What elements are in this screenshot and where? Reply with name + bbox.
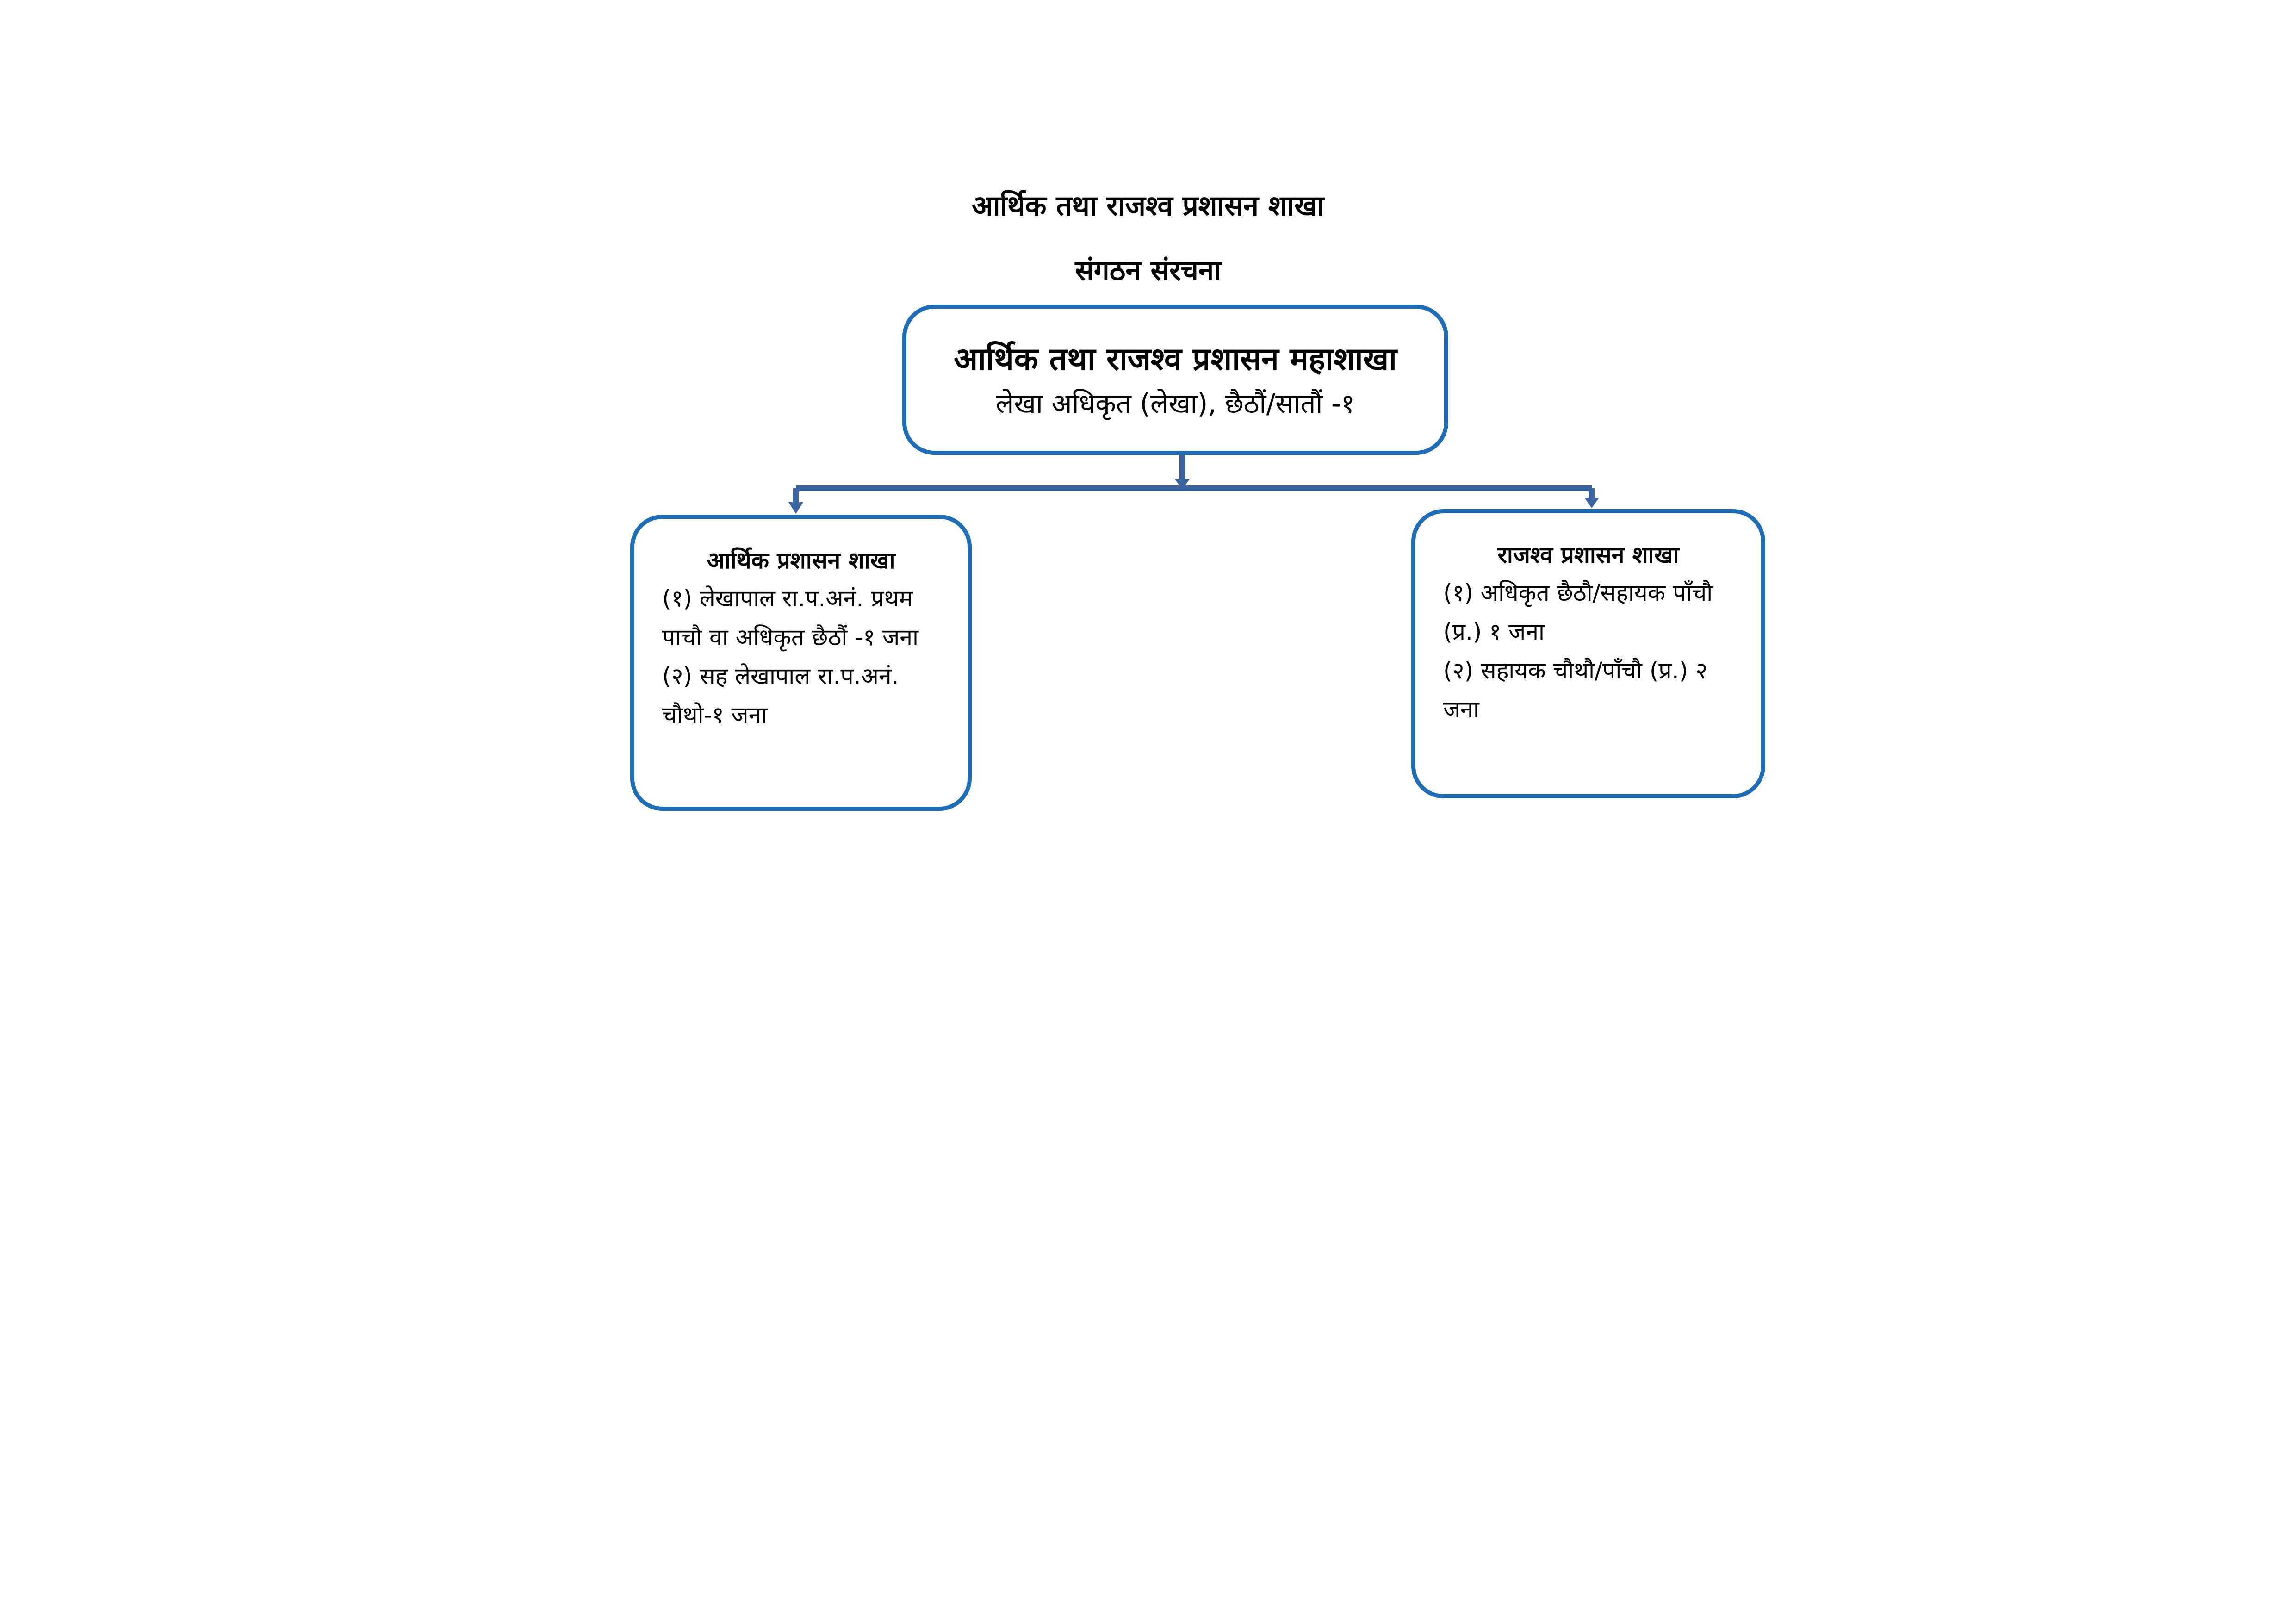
- main-division-box: आर्थिक तथा राजश्व प्रशासन महाशाखा लेखा अ…: [902, 305, 1448, 455]
- diagram-title: आर्थिक तथा राजश्व प्रशासन शाखा: [972, 190, 1324, 222]
- connector-arrows: [788, 479, 1599, 514]
- financial-admin-section-title: आर्थिक प्रशासन शाखा: [707, 547, 895, 574]
- arrow-trunk: [1175, 479, 1190, 490]
- connector-lines: [793, 455, 1595, 504]
- revenue-admin-staff-item: (२) सहायक चौथौ/पाँचौ (प्र.) २ जना: [1443, 657, 1708, 723]
- financial-admin-staff-item: (१) लेखापाल रा.प.अनं. प्रथम पाचौ वा अधिक…: [662, 585, 918, 651]
- revenue-admin-section-box: राजश्व प्रशासन शाखा (१) अधिकृत छैठौ/सहाय…: [1411, 509, 1765, 798]
- main-division-staff: लेखा अधिकृत (लेखा), छैठौं/सातौं -१: [996, 388, 1355, 419]
- financial-admin-section-box: आर्थिक प्रशासन शाखा (१) लेखापाल रा.प.अनं…: [630, 515, 972, 811]
- arrow-right: [1584, 498, 1599, 508]
- revenue-admin-section-title: राजश्व प्रशासन शाखा: [1497, 541, 1679, 568]
- financial-admin-staff-item: (२) सह लेखापाल रा.प.अनं. चौथो-१ जना: [662, 663, 899, 728]
- diagram-subtitle: संगठन संरचना: [1075, 255, 1221, 287]
- revenue-admin-staff-item: (१) अधिकृत छैठौ/सहायक पाँचौ (प्र.) १ जना: [1443, 579, 1713, 645]
- arrow-left: [788, 502, 803, 514]
- main-division-title: आर्थिक तथा राजश्व प्रशासन महाशाखा: [954, 341, 1397, 378]
